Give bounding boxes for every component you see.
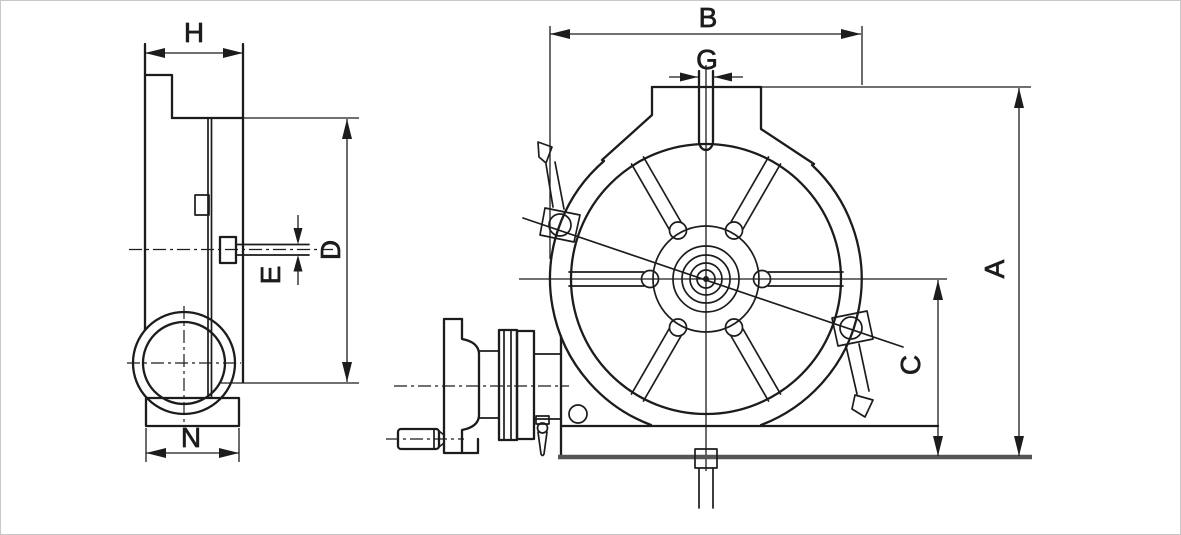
dim-label-h: H [184,17,204,48]
side-bolt-shaft [235,243,310,256]
clamp-handle-upper-left [537,141,581,243]
arrowhead-icon [145,48,165,58]
arrowhead-icon [550,29,570,39]
arrowhead-icon [714,72,732,82]
body-right-shoulder [759,85,816,166]
dim-line-D [221,117,359,384]
collar-graduation-lines [503,329,512,441]
arrowhead-icon [146,448,166,458]
worm-neck [478,350,500,419]
dim-label-a: A [979,259,1010,278]
arrowhead-icon [1014,88,1024,108]
dim-label-d: D [315,240,346,260]
arrowhead-icon [1014,436,1024,456]
handwheel-centerlines [127,306,241,423]
arrowhead-icon [933,280,943,300]
index-pin-tip [537,431,548,457]
locating-tenon [694,448,718,509]
body-circle-right [759,163,863,427]
side-base [144,396,241,428]
dim-label-e: E [255,266,286,285]
arrowhead-icon [342,119,352,139]
worm-hub [533,353,562,420]
index-pin-head [536,422,549,434]
oil-plug [568,404,588,424]
side-view [127,42,333,428]
index-pin-mount [535,415,550,425]
arrowhead-icon [219,448,239,458]
arrowhead-icon [841,29,861,39]
dim-label-c: C [895,355,926,375]
dimensions: H B G A C D E N [145,2,1031,462]
side-body-inner-edges [207,117,213,399]
worm-drive-assembly [386,317,588,457]
side-clamp-block [194,194,210,216]
arrowhead-icon [680,72,698,82]
worm-bracket-flange [460,317,481,455]
body-left-shoulder [600,85,654,162]
arrowhead-icon [223,48,243,58]
dim-line-B [549,26,863,259]
t-slots [568,156,844,402]
collar-drum [515,329,536,441]
body-circle-left [548,159,653,427]
dim-label-n: N [181,422,201,453]
clamp-handle-lower-right [831,310,874,418]
graduated-collar [497,328,519,442]
dim-label-b: B [699,2,718,33]
arrowhead-icon [293,255,303,272]
arrowhead-icon [293,228,303,245]
arrowhead-icon [933,436,943,456]
front-view [386,65,1032,509]
side-top-step [143,73,174,120]
dim-label-g: G [696,44,718,75]
dim-line-A [761,86,1031,456]
arrowhead-icon [342,362,352,382]
